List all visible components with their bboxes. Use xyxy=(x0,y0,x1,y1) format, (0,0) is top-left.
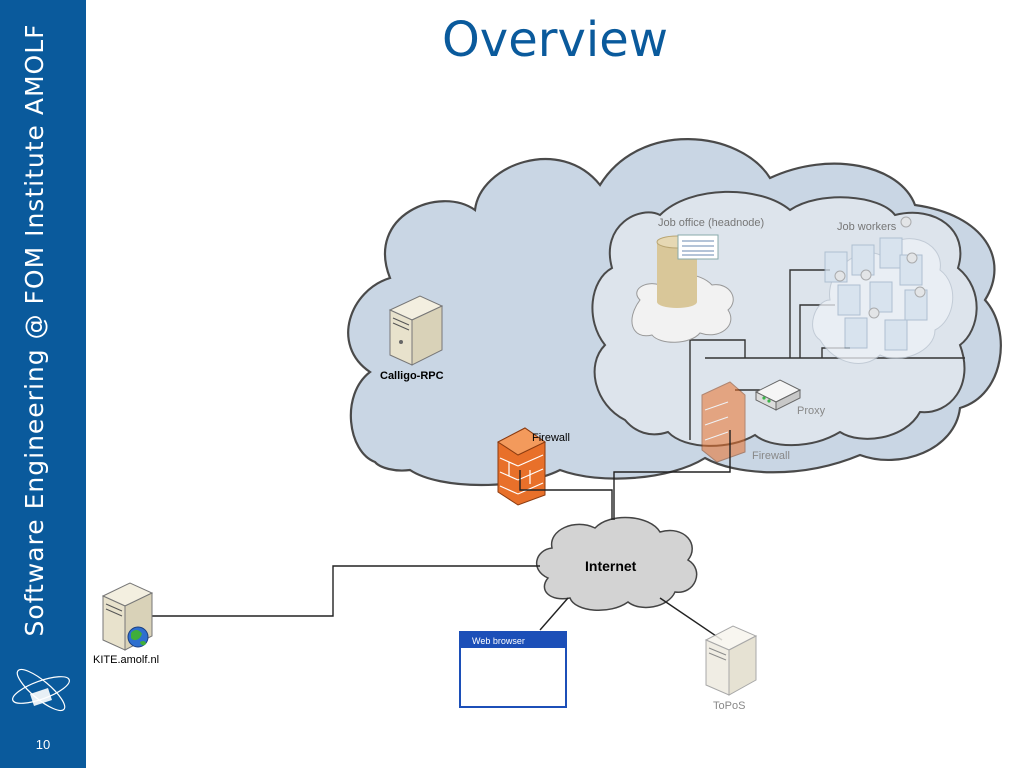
topos-label: ToPoS xyxy=(713,700,745,712)
page-number: 10 xyxy=(35,737,51,752)
proxy-icon xyxy=(754,379,802,411)
job-workers-label: Job workers xyxy=(837,221,897,233)
job-office-label: Job office (headnode) xyxy=(658,217,764,229)
browser-window-icon xyxy=(459,631,567,708)
topos-server-icon xyxy=(704,625,758,696)
internet-label: Internet xyxy=(585,558,637,574)
worker-servers-icon xyxy=(812,216,954,364)
web-browser-label: Web browser xyxy=(472,636,525,646)
inner-firewall-label: Firewall xyxy=(752,450,790,462)
amolf-logo-icon xyxy=(12,668,70,712)
kite-label: KITE.amolf.nl xyxy=(93,654,159,666)
network-links xyxy=(128,430,731,641)
sidebar: Software Engineering @ FOM Institute AMO… xyxy=(0,0,86,768)
calligo-label: Calligo-RPC xyxy=(380,370,444,382)
inner-firewall-icon xyxy=(701,381,746,463)
firewall-icon xyxy=(497,427,546,506)
database-icon xyxy=(631,234,734,343)
internet-cloud xyxy=(536,516,698,612)
slide-title: Overview xyxy=(442,12,668,68)
server-icon xyxy=(388,295,444,366)
firewall-label: Firewall xyxy=(532,432,570,444)
proxy-label: Proxy xyxy=(797,405,826,417)
kite-server-icon xyxy=(101,582,154,651)
